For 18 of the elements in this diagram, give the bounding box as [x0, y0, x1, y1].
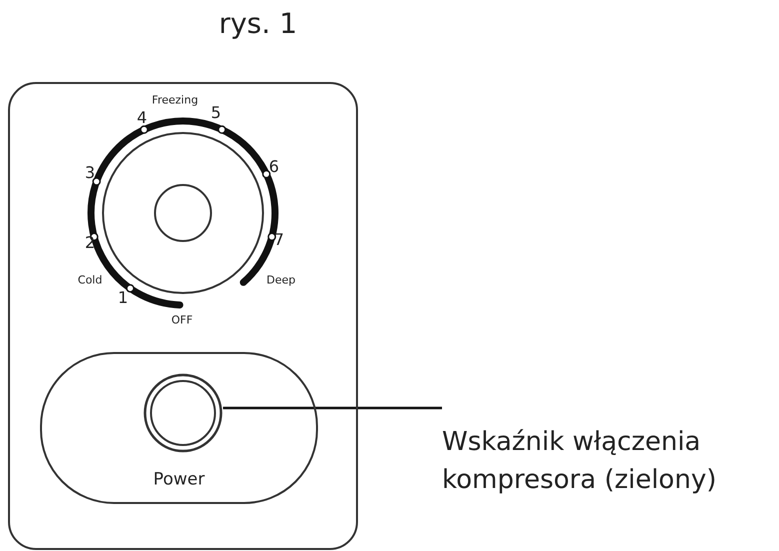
power-panel — [40, 352, 318, 504]
dial-number: 3 — [84, 165, 96, 181]
dial-number: 5 — [210, 105, 222, 121]
setting-label: Deep — [266, 274, 296, 286]
power-label: Power — [153, 472, 205, 488]
control-panel — [8, 82, 358, 550]
setting-label: Freezing — [152, 94, 198, 106]
figure-title: rys. 1 — [218, 10, 298, 38]
indicator-light — [143, 373, 223, 453]
setting-label: Cold — [78, 274, 102, 286]
dial-number: 4 — [136, 110, 148, 126]
leader-line — [223, 406, 442, 410]
setting-label: OFF — [171, 314, 193, 326]
dial-number: 6 — [268, 159, 280, 175]
callout-text: Wskaźnik włączenia kompresora (zielony) — [442, 398, 772, 500]
dial-number: 1 — [118, 290, 128, 306]
dial-number: 7 — [274, 232, 284, 248]
dial-number: 2 — [84, 235, 96, 251]
